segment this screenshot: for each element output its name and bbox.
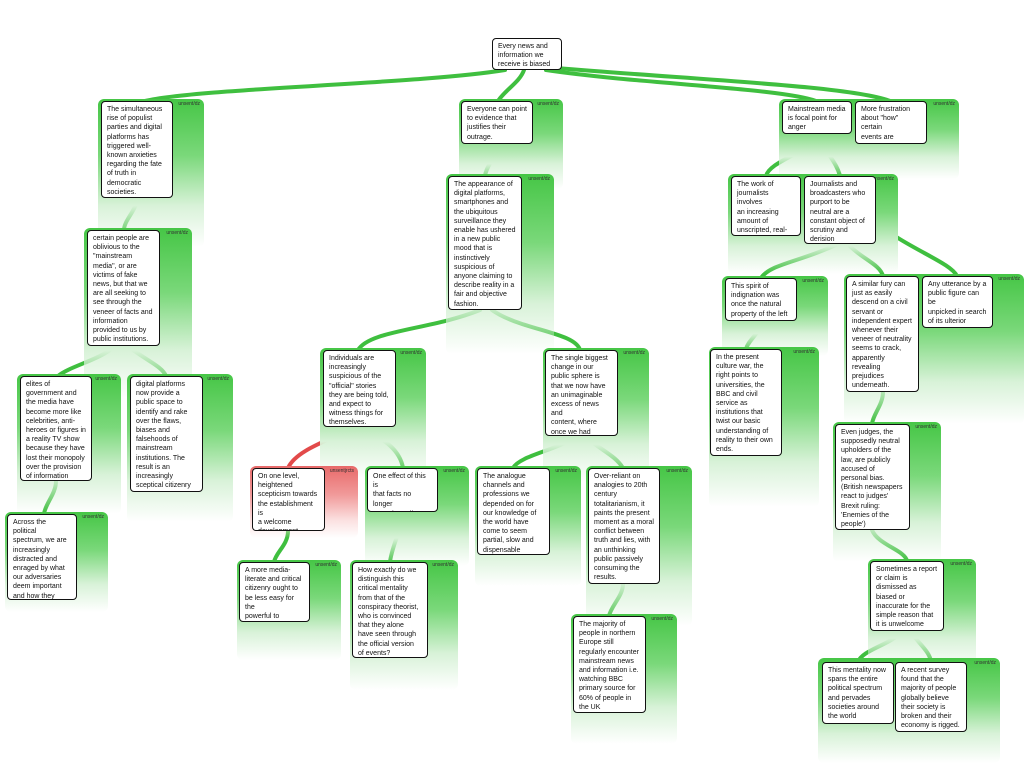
node-oblivious[interactable]: certain people are oblivious to the "mai… bbox=[87, 230, 160, 346]
unsent-tag: unsent/dz bbox=[872, 176, 894, 182]
unsent-tag: unsent/dz bbox=[400, 350, 422, 356]
unsent-tag: unsent/dz bbox=[315, 562, 337, 568]
node-across[interactable]: Across the political spectrum, we are in… bbox=[7, 514, 77, 600]
unsent-tag: unsent/dz bbox=[537, 101, 559, 107]
unsent-tag: unsent/dz bbox=[432, 562, 454, 568]
unsent-tag: unsent/dz bbox=[443, 468, 465, 474]
node-survey[interactable]: A recent survey found that the majority … bbox=[895, 662, 967, 732]
unsent-tag: unsent/dz bbox=[802, 278, 824, 284]
unsent-tag: unsentjrcts bbox=[329, 468, 354, 474]
unsent-tag: unsent/dz bbox=[95, 376, 117, 382]
unsent-tag: unsent/dz bbox=[651, 616, 673, 622]
unsent-tag: unsent/dz bbox=[950, 561, 972, 567]
link-root-mainstream bbox=[544, 68, 818, 103]
unsent-tag: unsent/dz bbox=[623, 350, 645, 356]
node-appearance[interactable]: The appearance of digital platforms, sma… bbox=[448, 176, 522, 310]
node-mainstream[interactable]: Mainstream media is focal point for ange… bbox=[782, 101, 852, 134]
unsent-tag: unsent/dz bbox=[82, 514, 104, 520]
node-elites[interactable]: elites of government and the media have … bbox=[20, 376, 92, 481]
unsent-tag: unsent/dz bbox=[178, 101, 200, 107]
node-populist[interactable]: The simultaneous rise of populist partie… bbox=[101, 101, 173, 198]
node-digital[interactable]: digital platforms now provide a public s… bbox=[130, 376, 203, 492]
node-overreliant[interactable]: Over-reliant on analogies to 20th centur… bbox=[588, 468, 660, 584]
unsent-tag: unsent/dz bbox=[528, 176, 550, 182]
node-effect[interactable]: One effect of this is that facts no long… bbox=[367, 468, 438, 512]
unsent-tag: unsent/dz bbox=[974, 660, 996, 666]
node-culturewar[interactable]: In the present culture war, the right po… bbox=[710, 349, 782, 456]
node-judges[interactable]: Even judges, the supposedly neutral upho… bbox=[835, 424, 910, 530]
unsent-tag: unsent/dz bbox=[666, 468, 688, 474]
node-root[interactable]: Every news and information we receive is… bbox=[492, 38, 562, 70]
unsent-tag: unsent/dz bbox=[933, 101, 955, 107]
node-utterance[interactable]: Any utterance by a public figure can be … bbox=[922, 276, 993, 328]
node-evidence[interactable]: Everyone can point to evidence that just… bbox=[461, 101, 533, 144]
node-frustration[interactable]: More frustration about "how" certain eve… bbox=[855, 101, 927, 144]
node-howexactly[interactable]: How exactly do we distinguish this criti… bbox=[352, 562, 428, 658]
node-analogue[interactable]: The analogue channels and professions we… bbox=[477, 468, 550, 555]
node-indignation[interactable]: This spirit of indignation was once the … bbox=[725, 278, 797, 321]
link-root-populist bbox=[143, 68, 507, 103]
unsent-tag: unsent/dz bbox=[793, 349, 815, 355]
unsent-tag: unsent/dz bbox=[915, 424, 937, 430]
unsent-tag: unsent/dz bbox=[998, 276, 1020, 282]
node-fury[interactable]: A similar fury can just as easily descen… bbox=[846, 276, 919, 392]
unsent-tag: unsent/dz bbox=[555, 468, 577, 474]
node-individuals[interactable]: Individuals are increasingly suspicious … bbox=[323, 350, 396, 427]
node-broadcasters[interactable]: Journalists and broadcasters who purport… bbox=[804, 176, 876, 244]
node-medialiterate[interactable]: A more media- literate and critical citi… bbox=[239, 562, 310, 622]
link-root-frustration bbox=[554, 66, 892, 103]
node-sometimes[interactable]: Sometimes a report or claim is dismissed… bbox=[870, 561, 944, 631]
unsent-tag: unsent/dz bbox=[207, 376, 229, 382]
node-biggest[interactable]: The single biggest change in our public … bbox=[545, 350, 618, 436]
node-onelevel[interactable]: On one level, heightened scepticism towa… bbox=[252, 468, 325, 531]
node-spans[interactable]: This mentality now spans the entire poli… bbox=[822, 662, 894, 724]
link-root-evidence bbox=[496, 68, 526, 103]
node-journalists-work[interactable]: The work of journalists involves an incr… bbox=[731, 176, 801, 236]
node-majority[interactable]: The majority of people in northern Europ… bbox=[573, 616, 646, 713]
unsent-tag: unsent/dz bbox=[166, 230, 188, 236]
